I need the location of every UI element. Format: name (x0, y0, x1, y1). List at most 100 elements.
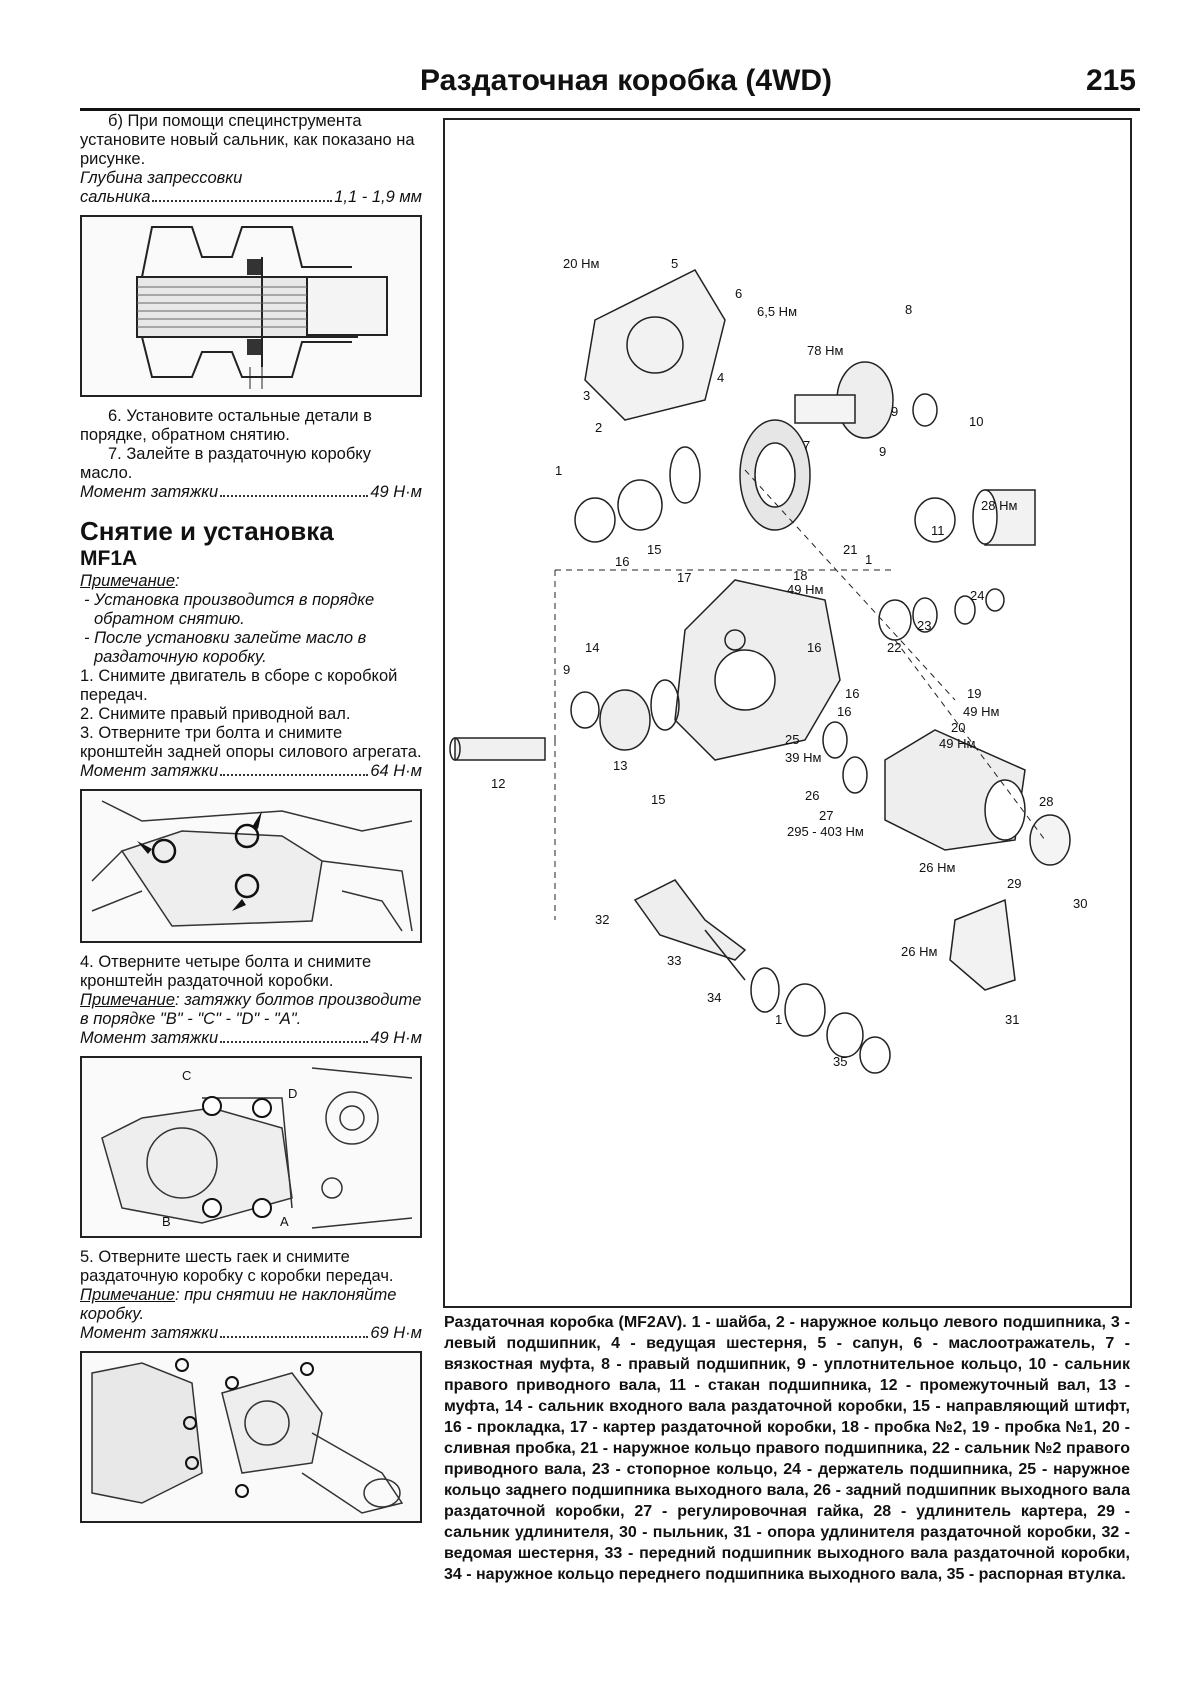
letter-a: A (280, 1214, 289, 1229)
torque-value: 49 Н·м (370, 483, 422, 501)
note-3: Примечание: при снятии не наклоняйте кор… (80, 1286, 422, 1324)
callout-label: 14 (585, 640, 599, 655)
callout-label: 20 Нм (563, 256, 599, 271)
torque-label: Момент затяжки (80, 762, 219, 780)
oil-seal-drawing (136, 226, 388, 389)
oil-seal-figure (80, 215, 422, 397)
letter-b: B (162, 1214, 171, 1229)
callout-label: 33 (667, 953, 681, 968)
callout-label: 35 (833, 1054, 847, 1069)
transfer-case-exploded-view: 20 Нм 5 6 6,5 Нм 8 78 Нм 3 4 2 1 7 9 10 … (449, 256, 1087, 1074)
arrow-icon (232, 899, 246, 911)
note-label: Примечание (80, 572, 176, 590)
step-6: 6. Установите остальные детали в порядке… (80, 407, 372, 444)
arrow-icon (252, 811, 262, 829)
note-bullet-1: - Установка производится в порядке обрат… (84, 591, 375, 628)
transfer-bracket-photo: C D B A (80, 1056, 422, 1238)
note-label: Примечание (80, 1286, 176, 1304)
callout-label: 31 (1005, 1012, 1019, 1027)
callout-label: 9 (879, 444, 886, 459)
letter-c: C (182, 1068, 191, 1083)
exploded-diagram: 20 Нм 5 6 6,5 Нм 8 78 Нм 3 4 2 1 7 9 10 … (443, 118, 1132, 1308)
callout-label: 1 (775, 1012, 782, 1027)
depth-label: Глубина запрессовки (80, 169, 243, 187)
callout-label: 28 Нм (981, 498, 1017, 513)
header-title: Раздаточная коробка (4WD) (420, 64, 833, 97)
torque-spec-2: Момент затяжки 64 Н·м (80, 762, 422, 781)
callout-label: 34 (707, 990, 721, 1005)
torque-spec-4: Момент затяжки 69 Н·м (80, 1324, 422, 1343)
torque-spec-3: Момент затяжки 49 Н·м (80, 1029, 422, 1048)
depth-label-2: сальника (80, 188, 151, 206)
mount-bracket-photo (80, 789, 422, 943)
torque-value: 64 Н·м (370, 762, 422, 780)
callout-label: 16 (807, 640, 821, 655)
step-5: 5. Отверните шесть гаек и снимите раздат… (80, 1248, 394, 1285)
callout-label: 1 (555, 463, 562, 478)
note-heading: Примечание: (80, 572, 180, 590)
callout-label: 5 (671, 256, 678, 271)
callout-label: 10 (969, 414, 983, 429)
callout-label: 32 (595, 912, 609, 927)
callout-label: 15 (647, 542, 661, 557)
callout-label: 11 (931, 523, 945, 538)
step-3: 3. Отверните три болта и снимите кронште… (80, 724, 422, 761)
callout-label: 30 (1073, 896, 1087, 911)
callout-label: 7 (803, 438, 810, 453)
callout-label: 17 (677, 570, 691, 585)
callout-label: 15 (651, 792, 665, 807)
callout-label: 9 (563, 662, 570, 677)
callout-label: 16 (615, 554, 629, 569)
section-title: Снятие и установка (80, 516, 334, 546)
torque-label: Момент затяжки (80, 1324, 219, 1342)
callout-label: 18 (793, 568, 807, 583)
callout-label: 16 (837, 704, 851, 719)
callout-label: 20 (951, 720, 965, 735)
transfer-bracket-drawing: C D B A (101, 1067, 413, 1229)
note-text: : при снятии не наклоняйте коробку. (80, 1286, 397, 1323)
diagram-caption: Раздаточная коробка (MF2AV). 1 - шайба, … (444, 1314, 1130, 1583)
transfer-case-photo (80, 1351, 422, 1523)
callout-label: 24 (970, 588, 984, 603)
note-text: : затяжку болтов производите в порядке "… (80, 991, 422, 1028)
torque-label: Момент затяжки (80, 1029, 219, 1047)
callout-label: 19 (967, 686, 981, 701)
step-7: 7. Залейте в раздаточную коробку масло. (80, 445, 371, 482)
left-column: б) При помощи специнструмента установите… (80, 112, 422, 1533)
torque-value: 69 Н·м (370, 1324, 422, 1342)
depth-value: 1,1 - 1,9 мм (334, 188, 422, 206)
callout-label: 8 (905, 302, 912, 317)
note-label: Примечание (80, 991, 176, 1009)
callout-label: 22 (887, 640, 901, 655)
callout-label: 6,5 Нм (757, 304, 797, 319)
callout-label: 16 (845, 686, 859, 701)
callout-label: 2 (595, 420, 602, 435)
depth-spec: сальника 1,1 - 1,9 мм (80, 188, 422, 207)
callout-label: 23 (917, 618, 931, 633)
callout-label: 4 (717, 370, 724, 385)
callout-label: 29 (1007, 876, 1021, 891)
section-subtitle: MF1A (80, 547, 138, 570)
callout-label: 13 (613, 758, 627, 773)
step-4: 4. Отверните четыре болта и снимите крон… (80, 953, 372, 990)
callout-label: 1 (865, 552, 872, 567)
callout-label: 21 (843, 542, 857, 557)
note-bullet-2: - После установки залейте масло в раздат… (84, 629, 367, 666)
step-b: б) При помощи специнструмента установите… (80, 112, 415, 168)
letter-d: D (288, 1086, 297, 1101)
note-2: Примечание: затяжку болтов производите в… (80, 991, 422, 1029)
step-2: 2. Снимите правый приводной вал. (80, 705, 351, 723)
callout-label: 78 Нм (807, 343, 843, 358)
callout-label: 26 Нм (919, 860, 955, 875)
callout-label: 39 Нм (785, 750, 821, 765)
callout-label: 49 Нм (963, 704, 999, 719)
callout-label: 25 (785, 732, 799, 747)
page-header: Раздаточная коробка (4WD) 215 (80, 56, 1140, 111)
callout-label: 6 (735, 286, 742, 301)
callout-label: 27 (819, 808, 833, 823)
callout-label: 28 (1039, 794, 1053, 809)
torque-spec-1: Момент затяжки 49 Н·м (80, 483, 422, 502)
transfer-case-drawing (91, 1358, 404, 1514)
callout-label: 49 Нм (939, 736, 975, 751)
torque-value: 49 Н·м (370, 1029, 422, 1047)
